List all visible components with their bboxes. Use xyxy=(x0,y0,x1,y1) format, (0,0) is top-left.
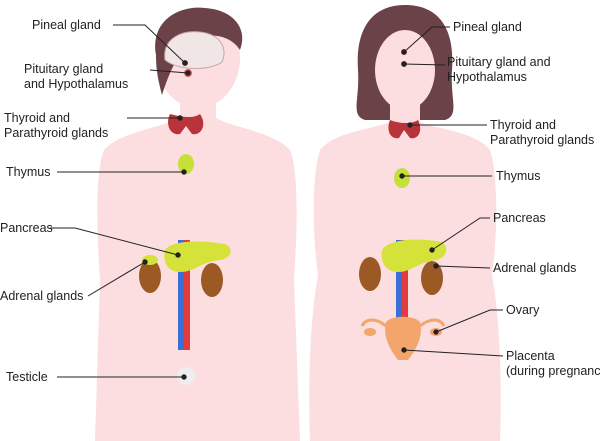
male-thyroid-icon xyxy=(168,114,204,135)
male-thymus-icon xyxy=(178,154,194,174)
label-male-pineal: Pineal gland xyxy=(32,18,101,32)
male-body xyxy=(95,95,300,441)
female-uterus-icon xyxy=(385,316,421,360)
label-male-testicle: Testicle xyxy=(6,370,48,384)
female-artery-icon xyxy=(402,240,408,335)
leader-lines xyxy=(50,24,504,380)
label-male-adrenal: Adrenal glands xyxy=(0,289,84,303)
label-male-pancreas: Pancreas xyxy=(0,221,53,235)
male-vein-icon xyxy=(178,240,184,350)
female-fallopian-icon xyxy=(360,318,446,328)
label-line: (during pregnancy) xyxy=(506,364,600,378)
male-hair-icon xyxy=(155,7,243,96)
label-line: Parathyroid glands xyxy=(4,126,109,140)
label-male-thymus: Thymus xyxy=(6,165,51,179)
label-line: Parathyroid glands xyxy=(490,133,595,147)
label-line: Thyroid and xyxy=(4,111,71,125)
label-female-adrenal: Adrenal glands xyxy=(493,261,577,275)
label-female-thymus: Thymus xyxy=(496,169,541,183)
female-ovary-left-icon xyxy=(364,328,376,336)
male-kidney-right-icon xyxy=(201,263,223,297)
female-kidney-left-icon xyxy=(359,257,381,291)
female-kidney-right-icon xyxy=(421,261,443,295)
label-line: Thyroid and xyxy=(490,118,557,132)
label-female-placenta: Placenta(during pregnancy) xyxy=(506,349,600,379)
label-line: and Hypothalamus xyxy=(24,77,129,91)
label-female-pancreas: Pancreas xyxy=(493,211,546,225)
label-line: Placenta xyxy=(506,349,555,363)
male-pancreas-icon xyxy=(164,241,231,272)
label-line: Pituitary gland xyxy=(24,62,104,76)
male-kidney-left-icon xyxy=(139,259,161,293)
male-figure xyxy=(95,7,300,441)
label-line: Hypothalamus xyxy=(447,70,527,84)
male-artery-icon xyxy=(184,240,190,350)
label-line: Pituitary gland and xyxy=(447,55,551,69)
female-face xyxy=(375,30,435,110)
label-female-ovary: Ovary xyxy=(506,303,540,317)
female-figure xyxy=(309,5,501,441)
female-pancreas-icon xyxy=(381,239,447,272)
label-female-pineal: Pineal gland xyxy=(453,20,522,34)
female-vein-icon xyxy=(396,240,402,335)
male-brain-icon xyxy=(164,31,225,69)
